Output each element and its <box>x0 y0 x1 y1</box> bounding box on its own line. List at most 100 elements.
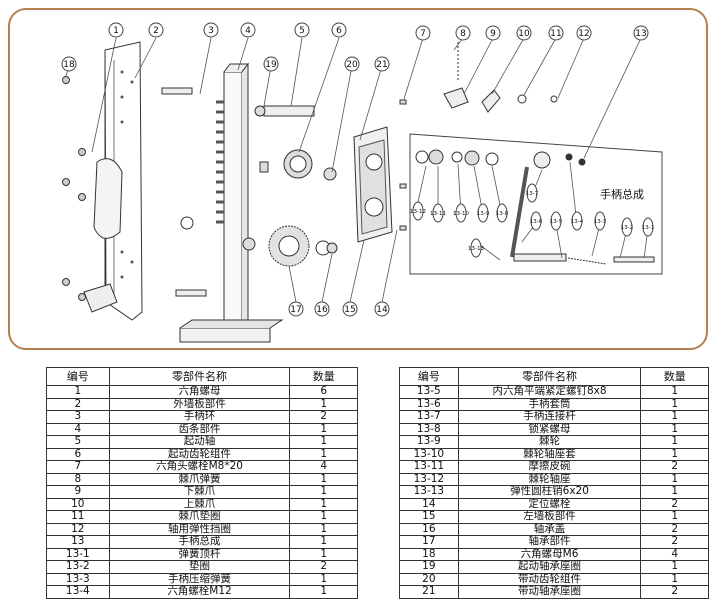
part-number-cell: 3 <box>46 410 110 424</box>
callout-label: 3 <box>208 26 214 36</box>
callout-label: 14 <box>376 305 388 315</box>
sub-callout-13-10: 13-10 <box>453 203 469 223</box>
part-name-cell: 手柄环 <box>108 410 291 424</box>
part-quantity-cell: 2 <box>640 535 709 549</box>
part-quantity-cell: 1 <box>640 410 709 424</box>
callout-label: 11 <box>550 29 561 39</box>
part-number-cell: 13-11 <box>399 460 459 474</box>
callout-3: 3 <box>203 22 219 38</box>
callout-18: 18 <box>61 56 77 72</box>
callout-label: 9 <box>490 29 496 39</box>
callout-label: 21 <box>376 60 387 70</box>
sub-callout-label: 13-6 <box>530 219 543 225</box>
part-quantity-cell: 1 <box>289 547 358 561</box>
sub-callout-13-2: 13-2 <box>621 217 633 237</box>
callout-14: 14 <box>374 301 390 317</box>
callout-12: 12 <box>576 25 592 41</box>
callout-2: 2 <box>148 22 164 38</box>
sub-callout-13-7: 13-7 <box>526 183 539 203</box>
part-name-cell: 带动齿轮组件 <box>457 572 642 586</box>
callout-1: 1 <box>108 22 124 38</box>
header-quantity: 数量 <box>640 367 709 386</box>
sub-callout-13-12: 13-12 <box>410 201 426 221</box>
hex-nuts <box>62 76 86 301</box>
part-number-cell: 17 <box>399 535 459 549</box>
part-quantity-cell: 1 <box>289 422 358 436</box>
part-name-cell: 棘爪弹簧 <box>108 472 291 486</box>
part-number-cell: 14 <box>399 497 459 511</box>
part-number-cell: 13 <box>46 535 110 549</box>
part-quantity-cell: 2 <box>640 497 709 511</box>
callout-13: 13 <box>633 25 649 41</box>
sub-callout-label: 13-5 <box>550 219 563 225</box>
callout-label: 13 <box>635 29 646 39</box>
part-number-cell: 13-8 <box>399 422 459 436</box>
part-name-cell: 弹簧顶杆 <box>108 547 291 561</box>
part-name-cell: 摩擦皮碗 <box>457 460 642 474</box>
part-number-cell: 8 <box>46 472 110 486</box>
part-name-cell: 轴承部件 <box>457 535 642 549</box>
part-name-cell: 棘轮轴座 <box>457 472 642 486</box>
sub-callout-label: 13-3 <box>594 219 607 225</box>
callout-label: 10 <box>518 29 530 39</box>
part-quantity-cell: 1 <box>640 397 709 411</box>
callout-label: 20 <box>346 60 358 70</box>
sub-callout-label: 13-13 <box>468 246 484 252</box>
part-name-cell: 弹性圆柱销6x20 <box>457 485 642 499</box>
callout-label: 16 <box>316 305 328 315</box>
part-name-cell: 上棘爪 <box>108 497 291 511</box>
part-quantity-cell: 1 <box>289 497 358 511</box>
callout-4: 4 <box>240 22 256 38</box>
sub-callout-label: 13-9 <box>477 211 490 217</box>
part-quantity-cell: 1 <box>289 522 358 536</box>
sub-callout-13-1: 13-1 <box>642 217 654 237</box>
part-quantity-cell: 4 <box>289 460 358 474</box>
part-name-cell: 六角螺母M6 <box>457 547 642 561</box>
part-quantity-cell: 1 <box>289 472 358 486</box>
outer-wall-plate <box>83 41 143 321</box>
part-number-cell: 13-4 <box>46 585 110 599</box>
callout-label: 7 <box>420 29 426 39</box>
part-quantity-cell: 1 <box>640 472 709 486</box>
sub-callout-13-8: 13-8 <box>496 203 509 223</box>
part-quantity-cell: 1 <box>640 385 709 399</box>
part-name-cell: 六角头螺栓M8*20 <box>108 460 291 474</box>
callout-label: 18 <box>63 60 75 70</box>
callout-label: 6 <box>336 26 342 36</box>
part-number-cell: 13-2 <box>46 560 110 574</box>
part-name-cell: 起动齿轮组件 <box>108 447 291 461</box>
part-name-cell: 手柄压缩弹簧 <box>108 572 291 586</box>
callout-label: 15 <box>344 305 355 315</box>
part-number-cell: 7 <box>46 460 110 474</box>
callout-7: 7 <box>415 25 431 41</box>
part-number-cell: 16 <box>399 522 459 536</box>
part-quantity-cell: 2 <box>640 585 709 599</box>
part-number-cell: 13-12 <box>399 472 459 486</box>
part-number-cell: 13-3 <box>46 572 110 586</box>
part-name-cell: 带动轴承座圈 <box>457 585 642 599</box>
part-quantity-cell: 1 <box>289 485 358 499</box>
sub-callout-13-5: 13-5 <box>550 211 563 231</box>
part-name-cell: 轴用弹性挡圈 <box>108 522 291 536</box>
callout-label: 1 <box>113 26 119 36</box>
hex-bolts <box>399 99 407 231</box>
part-quantity-cell: 2 <box>640 460 709 474</box>
